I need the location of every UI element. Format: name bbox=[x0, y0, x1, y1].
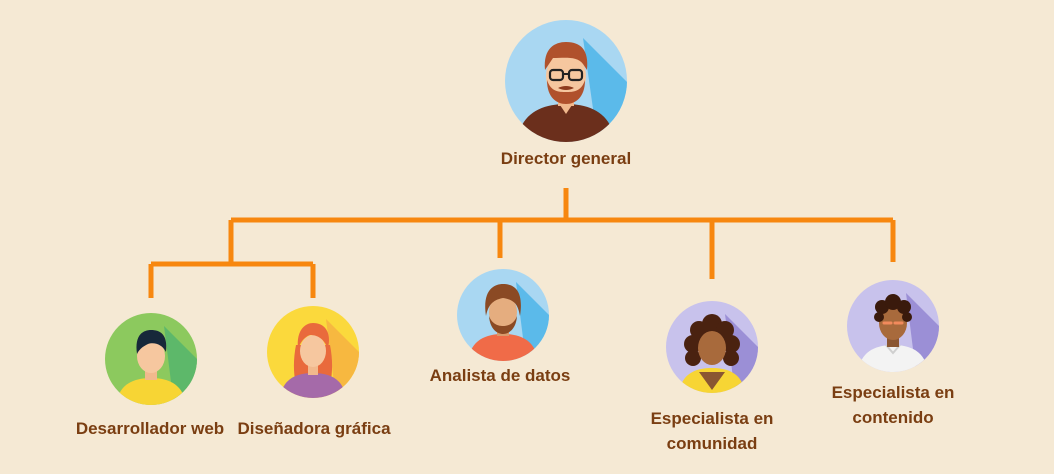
member-label-line: contenido bbox=[852, 408, 934, 427]
member-label-designer: Diseñadora gráfica bbox=[222, 416, 406, 441]
member-node-community bbox=[665, 300, 759, 394]
member-label-web-dev: Desarrollador web bbox=[60, 416, 240, 441]
member-label-line: Analista de datos bbox=[429, 366, 571, 385]
data-analyst-avatar-icon bbox=[457, 269, 549, 361]
content-specialist-avatar-icon bbox=[847, 280, 939, 372]
member-node-designer bbox=[266, 305, 360, 399]
root-label: Director general bbox=[500, 149, 632, 168]
member-node-content bbox=[846, 279, 940, 373]
member-label-analyst: Analista de datos bbox=[410, 363, 590, 388]
director-avatar-icon bbox=[505, 20, 627, 142]
member-label-line: Especialista en bbox=[831, 383, 955, 402]
web-developer-avatar-icon bbox=[105, 313, 197, 405]
member-label-line: Especialista en bbox=[650, 409, 774, 428]
member-label-line: comunidad bbox=[666, 434, 758, 453]
graphic-designer-avatar-icon bbox=[267, 306, 359, 398]
member-label-community: Especialista en comunidad bbox=[622, 406, 802, 456]
member-node-analyst bbox=[456, 268, 550, 362]
member-label-line: Desarrollador web bbox=[75, 419, 225, 438]
member-label-content: Especialista en contenido bbox=[803, 380, 983, 430]
community-specialist-avatar-icon bbox=[666, 301, 758, 393]
root-node bbox=[503, 18, 629, 144]
member-label-line: Diseñadora gráfica bbox=[237, 419, 391, 438]
member-node-web-dev bbox=[104, 312, 198, 406]
